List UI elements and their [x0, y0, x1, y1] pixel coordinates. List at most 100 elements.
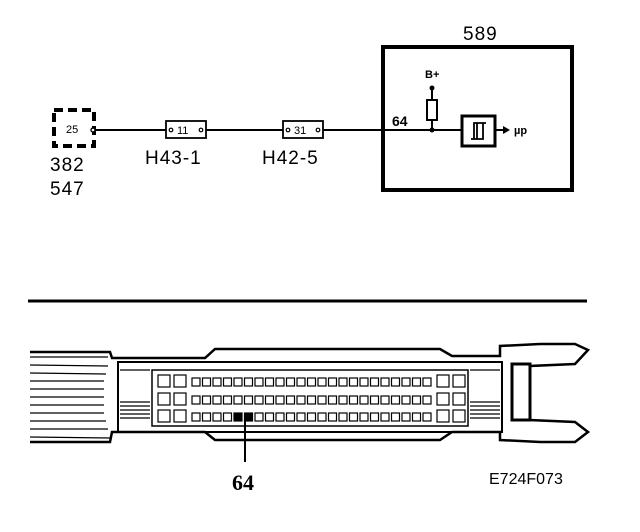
connector-end-slot [510, 362, 532, 422]
ecu-pin-label: 64 [392, 113, 408, 129]
pin [243, 395, 254, 405]
ecu-box-label: 589 [463, 24, 498, 45]
inline-connector-2-pin-right [315, 127, 321, 133]
pin [380, 395, 390, 405]
large-pin [452, 392, 466, 406]
pin [243, 377, 254, 387]
ecu-box [381, 45, 574, 192]
large-pin [436, 374, 450, 388]
pin [212, 412, 222, 422]
pin [191, 377, 201, 387]
pin [233, 395, 243, 405]
pin [212, 377, 222, 387]
inline-connector-1-pin-right [198, 127, 204, 133]
pin [222, 377, 233, 387]
pin [317, 412, 327, 422]
pin [390, 377, 401, 387]
figure-code: E724F073 [489, 471, 563, 488]
pin [327, 412, 338, 422]
pin [327, 395, 338, 405]
pin [285, 412, 296, 422]
pin [411, 395, 422, 405]
large-pin [173, 374, 187, 388]
pin-grid [157, 374, 466, 423]
output-label: µp [514, 125, 527, 137]
inline-connector-1-pin: 11 [177, 125, 188, 137]
pin [201, 395, 212, 405]
pin-housing [117, 361, 503, 433]
pin [254, 395, 264, 405]
pin [306, 412, 317, 422]
pin [359, 377, 369, 387]
pin-housing-inner [151, 369, 469, 427]
source-pin-node [90, 127, 96, 133]
pin [422, 377, 432, 387]
pin [191, 412, 201, 422]
supply-label: B+ [425, 69, 439, 81]
pin [264, 377, 275, 387]
pin [369, 412, 380, 422]
inline-connector-2-pin-left [285, 127, 291, 133]
pin [327, 377, 338, 387]
pin [338, 377, 348, 387]
pin [306, 395, 317, 405]
pin [359, 395, 369, 405]
pin [201, 412, 212, 422]
pin [275, 412, 285, 422]
pin [233, 377, 243, 387]
pin [317, 395, 327, 405]
source-id-2: 547 [50, 179, 85, 200]
pin [369, 377, 380, 387]
pin [191, 395, 201, 405]
inline-connector-2 [282, 120, 324, 139]
pin [296, 412, 306, 422]
pin [296, 395, 306, 405]
inline-connector-1-pin-left [168, 127, 174, 133]
hysteresis-icon [471, 122, 486, 140]
pin [390, 412, 401, 422]
pin [380, 412, 390, 422]
large-pin [157, 409, 171, 423]
pin [348, 377, 359, 387]
source-pin-label: 25 [66, 124, 78, 136]
pin [338, 412, 348, 422]
pin [254, 377, 264, 387]
pin [401, 377, 411, 387]
pin [380, 377, 390, 387]
pin [254, 412, 264, 422]
pin [306, 377, 317, 387]
large-pin [436, 409, 450, 423]
large-pin [157, 374, 171, 388]
large-pin [173, 409, 187, 423]
pin [285, 377, 296, 387]
output-arrow-icon [503, 126, 510, 134]
inline-connector-1-name: H43-1 [145, 148, 202, 169]
pin [348, 412, 359, 422]
pin [369, 395, 380, 405]
large-pin [452, 374, 466, 388]
supply-node [429, 85, 435, 91]
source-id-1: 382 [50, 155, 85, 176]
pin [212, 395, 222, 405]
pin [401, 395, 411, 405]
highlighted-pin [233, 412, 243, 422]
large-pin [452, 409, 466, 423]
pin [422, 412, 432, 422]
pin [264, 395, 275, 405]
inline-connector-2-name: H42-5 [262, 148, 319, 169]
pin [411, 377, 422, 387]
inline-connector-2-pin: 31 [294, 125, 306, 137]
pin [422, 395, 432, 405]
highlighted-pin-label: 64 [232, 470, 254, 495]
inline-connector-1 [165, 120, 207, 139]
pin [411, 412, 422, 422]
pin [401, 412, 411, 422]
pin [317, 377, 327, 387]
large-pin [157, 392, 171, 406]
pin [359, 412, 369, 422]
pin [338, 395, 348, 405]
trigger-block [460, 114, 497, 148]
pin [275, 377, 285, 387]
pin [390, 395, 401, 405]
